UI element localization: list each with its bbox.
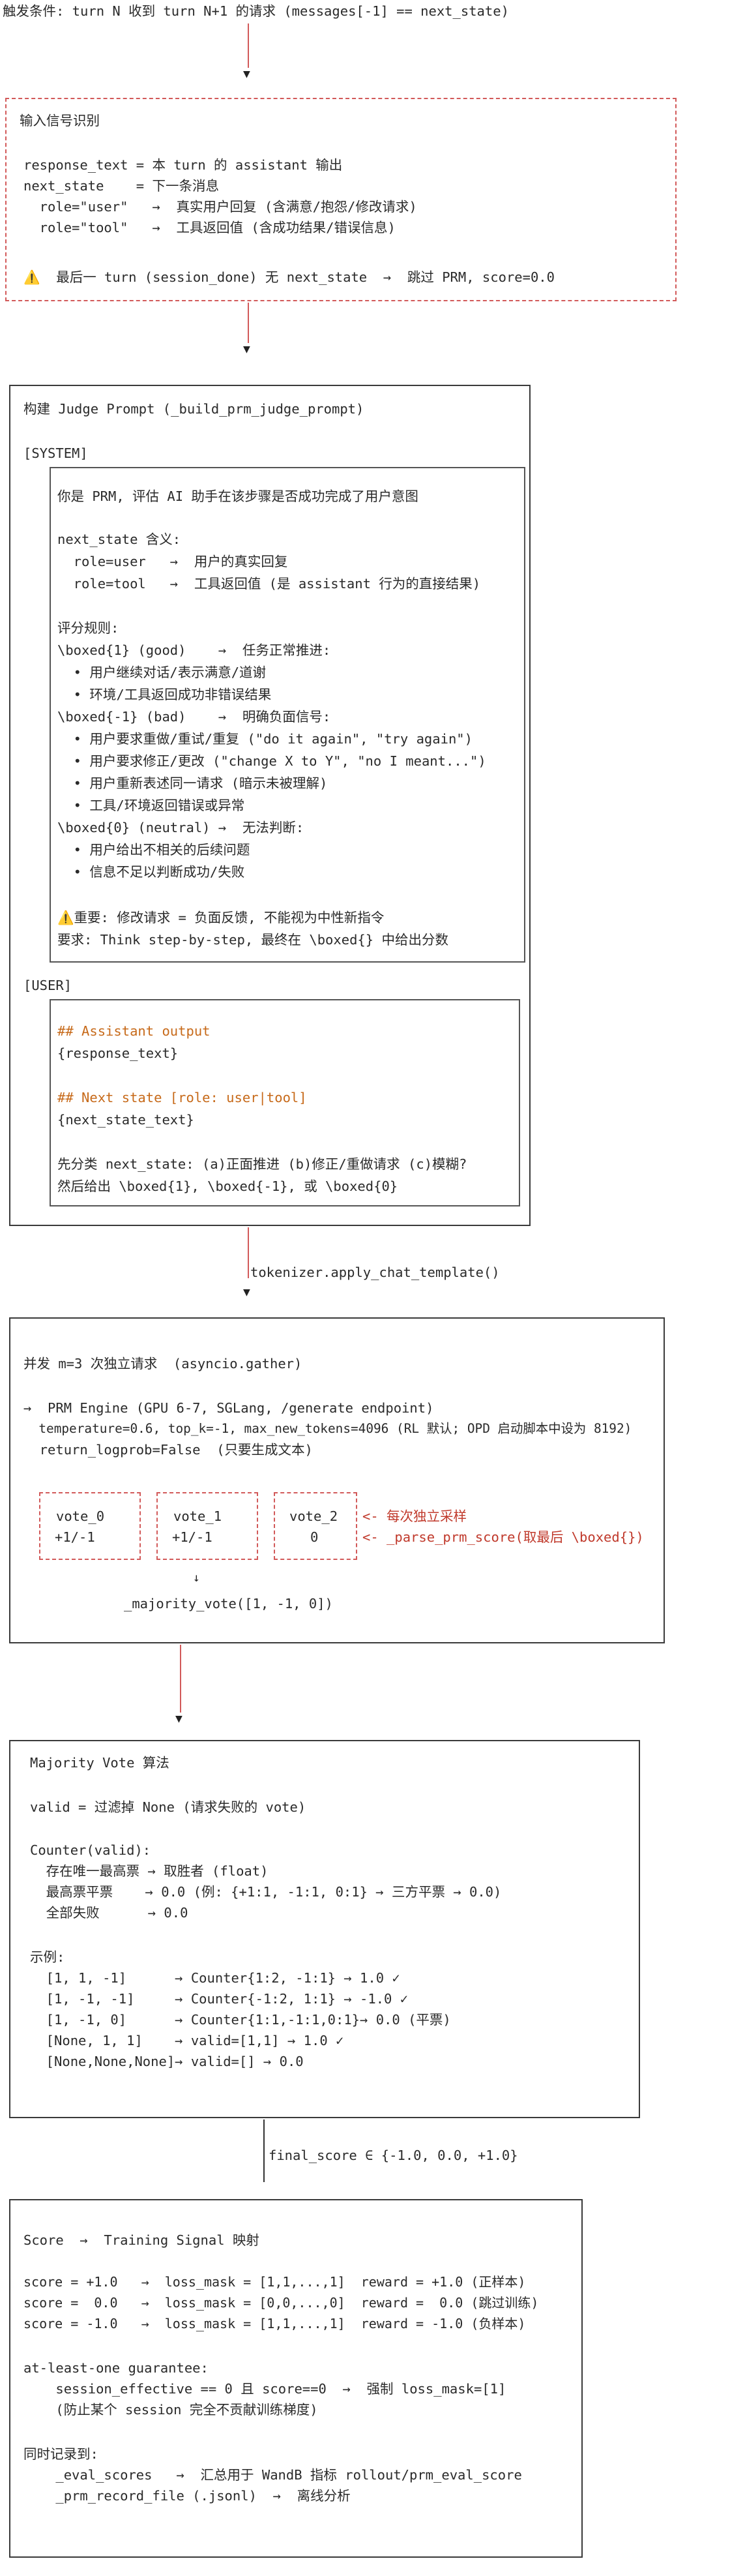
vote-name: vote_1 — [173, 1508, 222, 1524]
connector-line — [263, 2119, 265, 2182]
box4-title: Majority Vote 算法 — [30, 1755, 169, 1771]
parse-note: <- _parse_prm_score(取最后 \boxed{}) — [362, 1529, 644, 1545]
arrow-down-icon: ▼ — [243, 67, 250, 81]
vote-name: vote_2 — [289, 1508, 338, 1524]
box4-line: Counter(valid): — [30, 1842, 151, 1858]
trigger-condition: 触发条件: turn N 收到 turn N+1 的请求 (messages[-… — [3, 3, 509, 19]
vote-value: +1/-1 — [55, 1529, 95, 1545]
engine-line: → PRM Engine (GPU 6-7, SGLang, /generate… — [23, 1400, 434, 1416]
user-line: ## Next state [role: user|tool] — [57, 1090, 307, 1105]
user-line: 先分类 next_state: (a)正面推进 (b)修正/重做请求 (c)模糊… — [57, 1156, 467, 1172]
user-line: {response_text} — [57, 1045, 179, 1061]
examples-heading: 示例: — [30, 1949, 65, 1965]
rule-neutral-item: • 信息不足以判断成功/失败 — [57, 864, 245, 880]
guarantee-heading: at-least-one guarantee: — [23, 2360, 209, 2376]
sampling-params: temperature=0.6, top_k=-1, max_new_token… — [23, 1421, 632, 1436]
box1-warning: ⚠️ 最后一 turn (session_done) 无 next_state … — [23, 269, 555, 285]
final-score-label: final_score ∈ {-1.0, 0.0, +1.0} — [269, 2148, 518, 2163]
rule-neutral: \boxed{0} (neutral) → 无法判断: — [57, 820, 304, 835]
box1-title: 输入信号识别 — [20, 113, 100, 128]
connector-line — [248, 1227, 249, 1278]
vote-box — [274, 1492, 357, 1560]
guarantee-line: session_effective == 0 且 score==0 → 强制 l… — [23, 2381, 506, 2397]
example-row: [None,None,None]→ valid=[] → 0.0 — [30, 2054, 304, 2069]
box1-role-tool: role="tool" → 工具返回值 (含成功结果/错误信息) — [23, 220, 396, 235]
vote-value: +1/-1 — [172, 1529, 212, 1545]
arrow-down-icon: ▼ — [243, 1285, 250, 1299]
rule-bad-item: • 用户重新表述同一请求 (暗示未被理解) — [57, 775, 328, 791]
score-zero: score = 0.0 → loss_mask = [0,0,...,0] re… — [23, 2295, 539, 2311]
score-positive: score = +1.0 → loss_mask = [1,1,...,1] r… — [23, 2274, 526, 2290]
rule-bad-item: • 用户要求修正/更改 ("change X to Y", "no I mean… — [57, 753, 486, 769]
vote-box — [39, 1492, 141, 1560]
example-row: [1, -1, 0] → Counter{1:1,-1:1,0:1}→ 0.0 … — [30, 2012, 451, 2028]
box1-line: response_text = 本 turn 的 assistant 输出 — [23, 157, 343, 173]
box1-line: next_state = 下一条消息 — [23, 178, 219, 194]
logprob-line: return_logprob=False (只要生成文本) — [23, 1442, 313, 1458]
record-heading: 同时记录到: — [23, 2446, 98, 2462]
box4-line: 最高票平票 → 0.0 (例: {+1:1, -1:1, 0:1} → 三方平票… — [30, 1884, 502, 1900]
rule-bad-item: • 用户要求重做/重试/重复 ("do it again", "try agai… — [57, 731, 473, 747]
chat-template-label: tokenizer.apply_chat_template() — [250, 1265, 500, 1280]
arrow-down-icon: ▼ — [243, 342, 250, 356]
box5-title: Score → Training Signal 映射 — [23, 2232, 259, 2248]
rule-bad: \boxed{-1} (bad) → 明确负面信号: — [57, 709, 331, 725]
rule-neutral-item: • 用户给出不相关的后续问题 — [57, 842, 250, 858]
connector-line — [248, 303, 249, 343]
rule-good-item: • 用户继续对话/表示满意/道谢 — [57, 665, 267, 680]
box4-line: valid = 过滤掉 None (请求失败的 vote) — [30, 1799, 306, 1815]
important-note: ⚠️重要: 修改请求 = 负面反馈, 不能视为中性新指令 — [57, 910, 385, 925]
rule-good: \boxed{1} (good) → 任务正常推进: — [57, 642, 331, 658]
record-line: _prm_record_file (.jsonl) → 离线分析 — [23, 2488, 351, 2504]
example-row: [1, -1, -1] → Counter{-1:2, 1:1} → -1.0 … — [30, 1991, 409, 2007]
concurrency-line: 并发 m=3 次独立请求 (asyncio.gather) — [23, 1356, 302, 1371]
rule-good-item: • 环境/工具返回成功非错误结果 — [57, 687, 272, 702]
system-line: role=user → 用户的真实回复 — [57, 554, 288, 569]
vote-value: 0 — [310, 1529, 319, 1545]
box4-line: 存在唯一最高票 → 取胜者 (float) — [30, 1863, 269, 1879]
record-line: _eval_scores → 汇总用于 WandB 指标 rollout/prm… — [23, 2467, 522, 2483]
vote-box — [156, 1492, 258, 1560]
example-row: [None, 1, 1] → valid=[1,1] → 1.0 ✓ — [30, 2033, 344, 2048]
sampling-note: <- 每次独立采样 — [362, 1508, 467, 1524]
arrow-down-icon: ↓ — [193, 1571, 200, 1585]
guarantee-line: (防止某个 session 完全不贡献训练梯度) — [23, 2402, 318, 2418]
system-line: next_state 含义: — [57, 532, 181, 547]
system-line: role=tool → 工具返回值 (是 assistant 行为的直接结果) — [57, 576, 481, 592]
arrow-down-icon: ▼ — [175, 1712, 182, 1726]
vote-name: vote_0 — [56, 1508, 105, 1524]
score-negative: score = -1.0 → loss_mask = [1,1,...,1] r… — [23, 2316, 526, 2331]
box1-role-user: role="user" → 真实用户回复 (含满意/抱怨/修改请求) — [23, 199, 417, 215]
majority-call: _majority_vote([1, -1, 0]) — [124, 1596, 333, 1611]
example-row: [1, 1, -1] → Counter{1:2, -1:1} → 1.0 ✓ — [30, 1970, 400, 1986]
user-line: ## Assistant output — [57, 1023, 211, 1039]
user-line: 然后给出 \boxed{1}, \boxed{-1}, 或 \boxed{0} — [57, 1178, 398, 1194]
connector-line — [180, 1645, 181, 1713]
rule-bad-item: • 工具/环境返回错误或异常 — [57, 798, 245, 813]
system-line: 你是 PRM, 评估 AI 助手在该步骤是否成功完成了用户意图 — [57, 488, 418, 504]
system-label: [SYSTEM] — [23, 445, 88, 461]
box4-line: 全部失败 → 0.0 — [30, 1905, 188, 1921]
user-label: [USER] — [23, 978, 72, 993]
connector-line — [248, 23, 249, 68]
box2-title: 构建 Judge Prompt (_build_prm_judge_prompt… — [23, 401, 364, 417]
requirement-note: 要求: Think step-by-step, 最终在 \boxed{} 中给出… — [57, 932, 448, 948]
scoring-rules-heading: 评分规则: — [57, 620, 119, 636]
user-line: {next_state_text} — [57, 1112, 194, 1128]
